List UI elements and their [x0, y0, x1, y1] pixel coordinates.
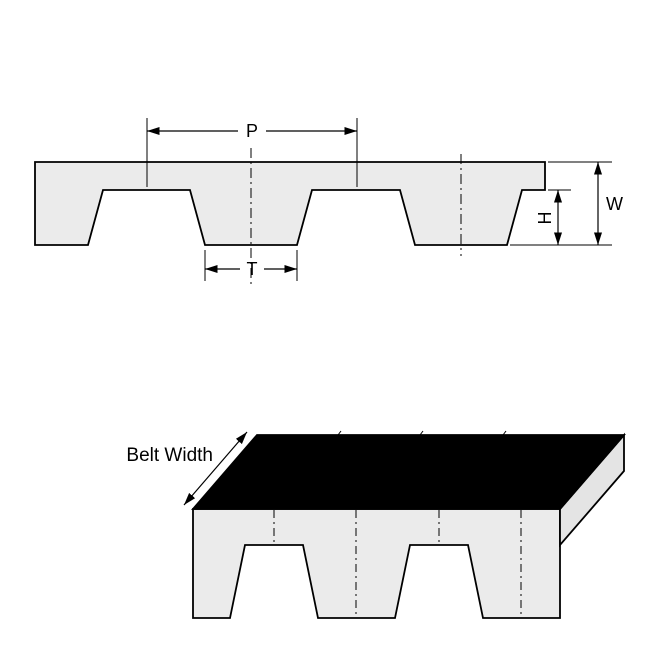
top-surface-ticks: [334, 430, 507, 440]
dimension-tooth-height: H: [535, 189, 571, 245]
dimension-tooth-width: T: [204, 250, 298, 281]
belt-width-arrow: [183, 431, 248, 506]
dimension-belt-thickness: W: [510, 161, 623, 246]
belt-front-face: [192, 508, 561, 619]
belt-profile: [34, 161, 546, 246]
belt-thickness-label: W: [606, 194, 623, 214]
dimension-pitch: P: [146, 118, 358, 187]
tooth-height-label: H: [535, 212, 555, 225]
top-surface-tick: [416, 430, 424, 440]
belt-width-annotation: Belt Width: [126, 431, 248, 506]
belt-top-surface: [191, 434, 626, 510]
cross-section-view: P T H W: [34, 118, 623, 288]
top-surface-tick: [499, 430, 507, 440]
belt-width-label: Belt Width: [126, 445, 213, 466]
pitch-label: P: [246, 121, 258, 141]
isometric-view: Belt Width: [126, 430, 626, 619]
tooth-width-label: T: [247, 259, 258, 279]
top-surface-tick: [334, 430, 342, 440]
